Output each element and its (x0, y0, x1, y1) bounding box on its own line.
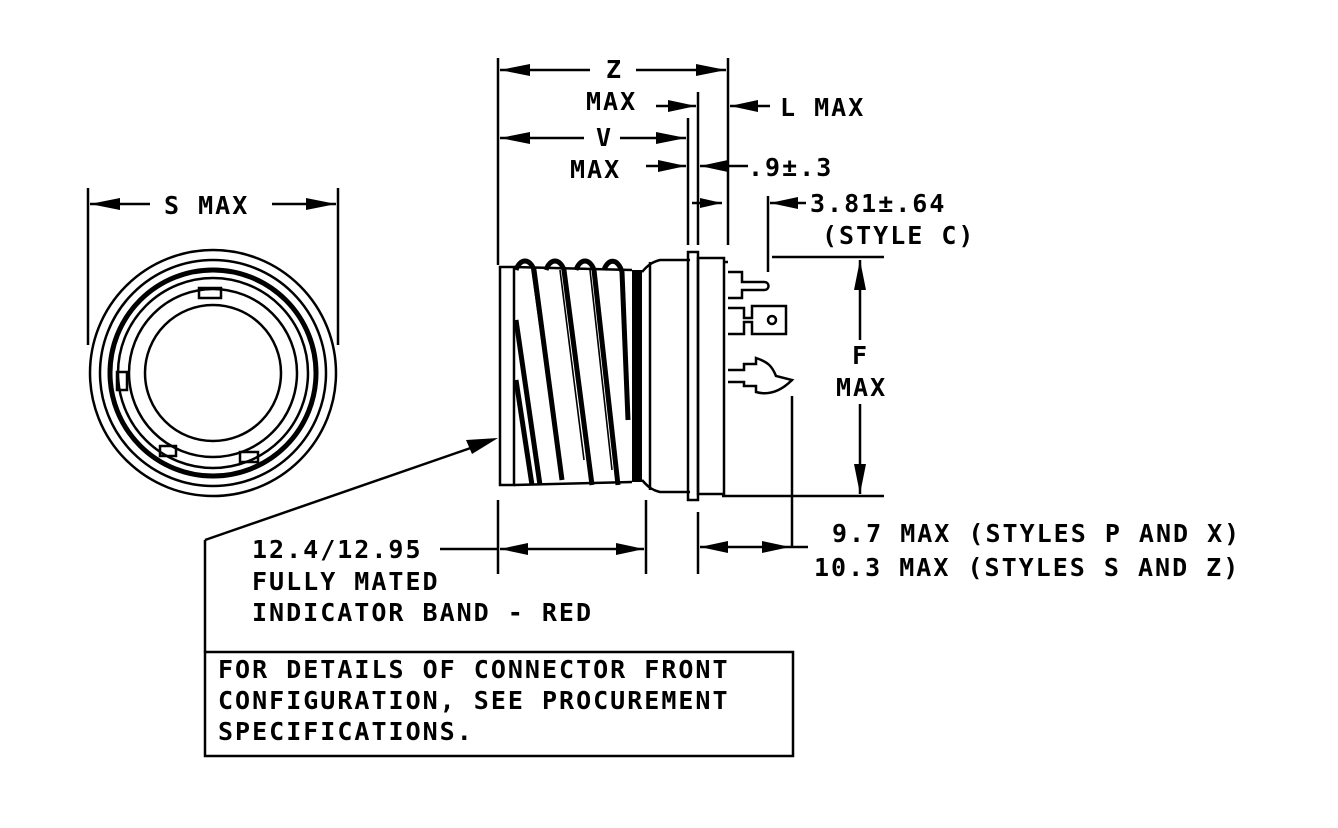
dim-124-dimension: 12.4/12.95 FULLY MATED INDICATOR BAND - … (252, 535, 644, 627)
indicator-band-label: INDICATOR BAND - RED (252, 598, 593, 627)
l-max-label: L MAX (780, 93, 865, 122)
dim-124-label: 12.4/12.95 (252, 535, 423, 564)
v-max-label: MAX (570, 155, 621, 184)
dim-381-dimension: 3.81±.64 (STYLE C) (692, 189, 975, 272)
v-label: V (596, 123, 613, 152)
l-max-dimension: L MAX (656, 92, 865, 245)
dim-381-label: 3.81±.64 (810, 189, 946, 218)
note-leader (203, 438, 498, 652)
style-c-label: (STYLE C) (822, 221, 975, 250)
note-line-2: CONFIGURATION, SEE PROCUREMENT (218, 686, 730, 715)
note-line-3: SPECIFICATIONS. (218, 717, 474, 746)
s-max-dimension: S MAX (90, 191, 336, 220)
dim-97-label: 9.7 MAX (STYLES P AND X) (832, 519, 1241, 548)
connector-flange (686, 250, 726, 502)
f-max-dimension: F MAX (722, 255, 887, 498)
dim-103-label: 10.3 MAX (STYLES S AND Z) (814, 553, 1240, 582)
note-line-1: FOR DETAILS OF CONNECTOR FRONT (218, 655, 730, 684)
f-max-label: MAX (836, 373, 887, 402)
z-label: Z (606, 55, 623, 84)
dim-97-dimension: 9.7 MAX (STYLES P AND X) 10.3 MAX (STYLE… (700, 519, 1241, 582)
s-max-label: S MAX (164, 191, 249, 220)
z-dimension: Z MAX (500, 55, 726, 116)
front-view: S MAX (86, 188, 340, 498)
dim-09-dimension: .9±.3 (700, 153, 833, 182)
dim-09-label: .9±.3 (748, 153, 833, 182)
note-box: FOR DETAILS OF CONNECTOR FRONT CONFIGURA… (203, 650, 795, 758)
fully-mated-label: FULLY MATED (252, 567, 440, 596)
z-max-label: MAX (586, 87, 637, 116)
f-label: F (852, 341, 869, 370)
connector-shell (498, 258, 690, 494)
contact-terminals (724, 260, 795, 395)
side-view: Z MAX L MAX V MAX .9±.3 (252, 55, 1241, 627)
v-dimension: V MAX (500, 118, 690, 245)
